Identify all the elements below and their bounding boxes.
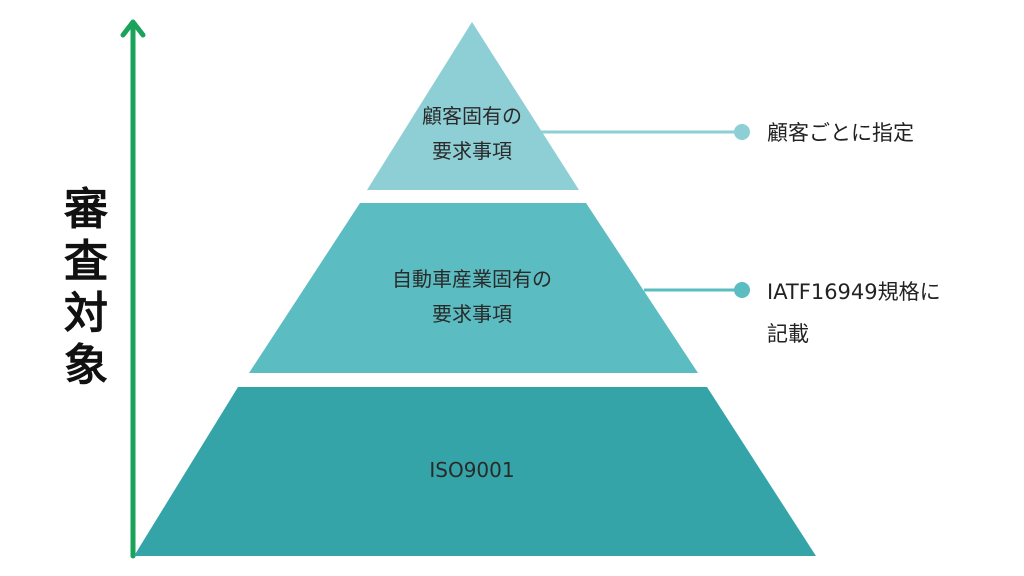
tier-middle-label-line: 自動車産業固有の: [392, 267, 552, 291]
callout-middle: [644, 282, 750, 298]
tier-bottom-label-line: ISO9001: [429, 458, 514, 482]
note-middle-text: IATF16949規格に: [767, 280, 941, 304]
axis-label-char: 査: [64, 236, 108, 287]
note-top-text: 顧客ごとに指定: [767, 121, 914, 145]
tier-bottom-shape: [134, 387, 816, 556]
axis-label-char: 審: [63, 184, 109, 235]
axis-arrow-head: [120, 19, 146, 38]
callout-top: [540, 124, 750, 140]
axis-arrow: [120, 19, 146, 559]
axis-label-char: 象: [64, 340, 108, 391]
note-middle-text: 記載: [767, 322, 809, 346]
tier-top-label: 顧客固有の 要求事項: [422, 104, 522, 163]
callout-middle-dot: [734, 282, 750, 298]
tier-middle-label: 自動車産業固有の 要求事項: [392, 267, 552, 326]
tier-middle-label-line: 要求事項: [432, 302, 512, 326]
note-middle: IATF16949規格に 記載: [767, 280, 941, 346]
tier-middle-shape: [249, 203, 698, 373]
tier-top-label-line: 要求事項: [432, 139, 512, 163]
tier-top-label-line: 顧客固有の: [422, 104, 522, 128]
axis-label-char: 対: [64, 288, 108, 339]
tier-top-shape: [367, 22, 579, 190]
note-top: 顧客ごとに指定: [767, 121, 914, 145]
axis-label: 審 査 対 象: [63, 184, 109, 391]
tier-bottom-label: ISO9001: [429, 458, 514, 482]
callout-top-dot: [734, 124, 750, 140]
